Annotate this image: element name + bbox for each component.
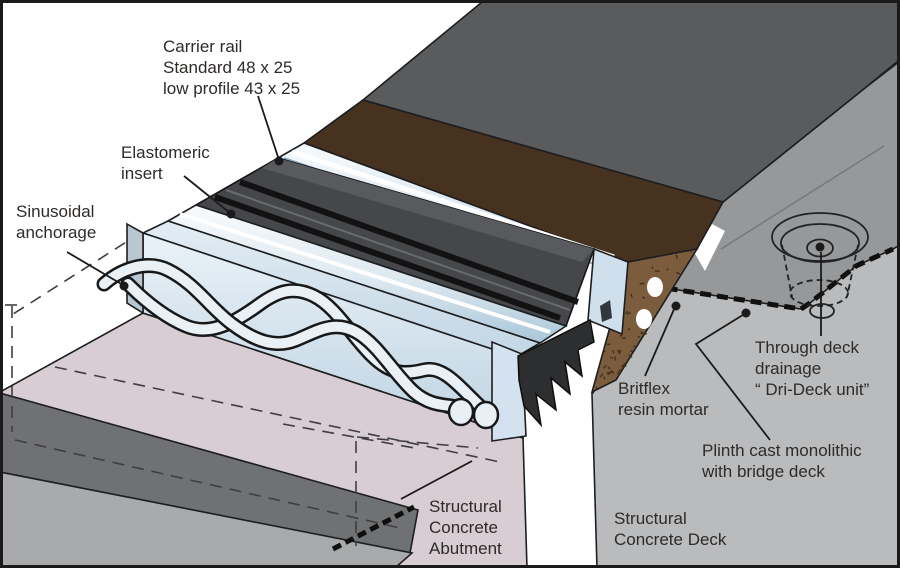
rail-highlight xyxy=(179,212,551,334)
leader-plinth xyxy=(694,312,771,441)
anchorage-loop-1 xyxy=(99,260,465,413)
label-structural-concrete-deck: Structural Concrete Deck xyxy=(614,509,727,549)
label-through-deck-drainage: Through deck drainage “ Dri-Deck unit” xyxy=(755,338,870,399)
leader-dot-carrier-rail xyxy=(274,156,284,166)
leader-dot-sinusoidal xyxy=(119,281,129,291)
dri-deck-drainage-unit xyxy=(771,212,869,319)
drainage-pipe-hidden-right xyxy=(846,244,859,298)
leader-carrier-rail xyxy=(257,95,280,161)
structural-concrete-deck xyxy=(591,59,900,568)
drainage-grate-circle xyxy=(806,238,834,258)
elastomer-groove-2 xyxy=(238,179,580,305)
elastomer-ridge-highlight xyxy=(225,189,571,311)
anchorage-bar-end-2 xyxy=(472,400,500,430)
leader-dot-plinth xyxy=(741,308,751,318)
anchorage-hole-lower xyxy=(636,309,652,329)
leader-dot-drainage xyxy=(815,242,825,252)
elastomer-upper-band xyxy=(262,158,594,262)
drainage-pipe-hidden-left xyxy=(781,244,793,298)
abutment-waterproofing-membrane xyxy=(331,504,416,552)
abutment-lower-face xyxy=(0,471,414,568)
label-britflex-resin-mortar: Britflex resin mortar xyxy=(618,379,709,419)
leader-lines xyxy=(66,95,825,500)
elastomeric-insert xyxy=(194,157,596,328)
leader-dot-britflex xyxy=(671,301,681,311)
leader-elastomeric xyxy=(183,175,231,214)
label-structural-concrete-abutment: Structural Concrete Abutment xyxy=(429,497,502,558)
leader-britflex xyxy=(644,306,676,377)
label-plinth: Plinth cast monolithic with bridge deck xyxy=(702,441,862,481)
joint-gap-sliver xyxy=(694,224,725,271)
drainage-outlet xyxy=(809,303,835,319)
anchorage-loop-2 xyxy=(123,279,489,415)
leader-abutment xyxy=(400,460,473,500)
drainage-pipe-hidden-bottom xyxy=(789,279,849,307)
label-carrier-rail: Carrier rail Standard 48 x 25 low profil… xyxy=(163,37,301,98)
britflex-resin-mortar xyxy=(302,99,725,394)
leader-sinusoidal xyxy=(66,251,124,286)
label-elastomeric-insert: Elastomeric insert xyxy=(121,143,210,183)
rail-channel-notch xyxy=(600,300,612,322)
drainage-outer-rim xyxy=(771,212,869,262)
sinusoidal-anchorage xyxy=(96,258,492,418)
rail-cut-face xyxy=(587,247,629,336)
leader-dot-elastomeric xyxy=(226,209,236,219)
elastomer-groove-1 xyxy=(214,194,561,321)
anchorage-hole-upper xyxy=(647,277,663,297)
drainage-inner-rim xyxy=(780,223,860,263)
label-sinusoidal-anchorage: Sinusoidal anchorage xyxy=(16,202,97,242)
deck-waterproofing-membrane xyxy=(621,246,895,312)
mortar-texture xyxy=(594,249,693,390)
elastomer-cut-profile xyxy=(517,318,595,428)
anchorage-bar-end-1 xyxy=(447,397,475,427)
deck-top-edge-line xyxy=(720,145,885,250)
